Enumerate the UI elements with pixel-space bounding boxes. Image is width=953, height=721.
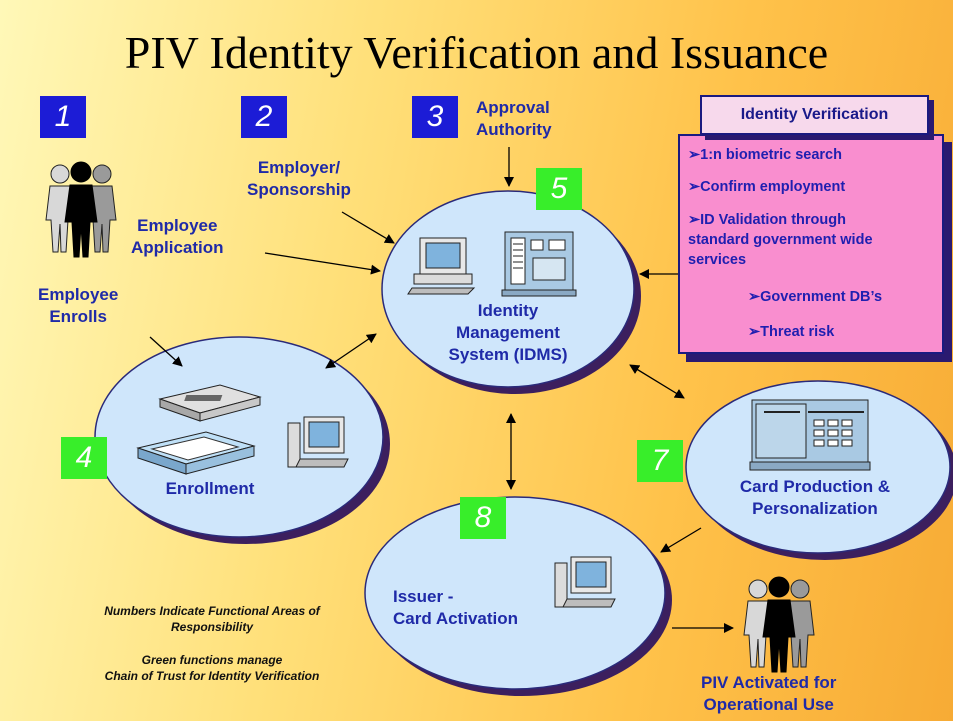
badge-8: 8 bbox=[460, 497, 506, 539]
scanner-icon bbox=[136, 431, 256, 475]
employer-line2: Sponsorship bbox=[247, 180, 351, 199]
card-printer-icon bbox=[749, 399, 871, 471]
employee-enrolls-line1: Employee bbox=[38, 285, 119, 304]
numbers-note-line1: Numbers Indicate Functional Areas of bbox=[104, 604, 320, 618]
computer-icon bbox=[287, 416, 349, 468]
badge-5: 5 bbox=[536, 168, 582, 210]
iv-item: ➢Confirm employment bbox=[688, 179, 846, 195]
piv-activated-label: PIV Activated for Operational Use bbox=[701, 672, 836, 716]
iv-item: standard government wide bbox=[688, 232, 873, 248]
identity-verification-panel: ➢1:n biometric search ➢Confirm employmen… bbox=[678, 134, 944, 354]
idms-line1: Identity bbox=[477, 301, 539, 320]
green-note-line1: Green functions manage bbox=[141, 653, 283, 667]
green-note-line2: Chain of Trust for Identity Verification bbox=[104, 669, 320, 683]
employee-enrolls-label: Employee Enrolls bbox=[38, 284, 118, 328]
green-note: Green functions manage Chain of Trust fo… bbox=[62, 652, 362, 684]
badge-4: 4 bbox=[61, 437, 107, 479]
employee-enrolls-line2: Enrolls bbox=[49, 307, 107, 326]
issuer-node-label: Issuer - Card Activation bbox=[393, 586, 518, 630]
employee-application-line1: Employee bbox=[137, 216, 218, 235]
idms-line3: System (IDMS) bbox=[448, 345, 568, 364]
enrollment-node-label: Enrollment bbox=[165, 479, 255, 498]
iv-item: ➢Threat risk bbox=[748, 324, 835, 340]
badge-7: 7 bbox=[637, 440, 683, 482]
iv-item: ➢1:n biometric search bbox=[688, 147, 842, 163]
arrow-idms-card bbox=[629, 364, 685, 399]
iv-item: ➢Government DB’s bbox=[748, 289, 883, 305]
iv-item: services bbox=[688, 252, 747, 268]
page-title: PIV Identity Verification and Issuance bbox=[124, 27, 829, 78]
server-icon bbox=[501, 231, 577, 297]
people-group-icon bbox=[45, 161, 117, 258]
issuer-line2: Card Activation bbox=[393, 609, 519, 628]
computer-icon bbox=[407, 237, 476, 295]
identity-verification-header: Identity Verification bbox=[700, 95, 929, 135]
arrow-application bbox=[264, 252, 381, 275]
employer-label: Employer/ Sponsorship bbox=[247, 157, 351, 201]
ellipse-issuer bbox=[364, 496, 672, 696]
ellipse-enrollment bbox=[94, 336, 390, 544]
card-production-line2: Personalization bbox=[752, 499, 878, 518]
numbers-note-line2: Responsibility bbox=[170, 620, 253, 634]
employee-application-line2: Application bbox=[131, 238, 224, 257]
badge-2: 2 bbox=[241, 96, 287, 138]
approval-authority-line1: Approval bbox=[476, 98, 550, 117]
badge-3: 3 bbox=[412, 96, 458, 138]
card-production-line1: Card Production & bbox=[739, 477, 891, 496]
arrow-employer bbox=[341, 211, 395, 244]
iv-item: ➢ID Validation through bbox=[688, 212, 846, 228]
employee-application-label: Employee Application bbox=[131, 215, 224, 259]
people-group-icon bbox=[743, 576, 815, 673]
approval-authority-line2: Authority bbox=[476, 120, 552, 139]
arrow-card-issuer bbox=[660, 527, 702, 553]
idms-line2: Management bbox=[456, 323, 560, 342]
card-production-node-label: Card Production & Personalization bbox=[710, 476, 920, 520]
numbers-note: Numbers Indicate Functional Areas of Res… bbox=[62, 603, 362, 635]
issuer-line1: Issuer - bbox=[393, 587, 454, 606]
idms-node-label: Identity Management System (IDMS) bbox=[418, 300, 598, 366]
computer-icon bbox=[554, 556, 616, 608]
approval-authority-label: Approval Authority bbox=[476, 97, 552, 141]
badge-1: 1 bbox=[40, 96, 86, 138]
piv-activated-line2: Operational Use bbox=[703, 695, 834, 714]
employer-line1: Employer/ bbox=[257, 158, 341, 177]
arrow-idms-enrollment bbox=[325, 333, 377, 369]
piv-activated-line1: PIV Activated for bbox=[701, 673, 837, 692]
scanner-icon bbox=[158, 384, 262, 422]
arrow-enrolls bbox=[149, 336, 183, 367]
